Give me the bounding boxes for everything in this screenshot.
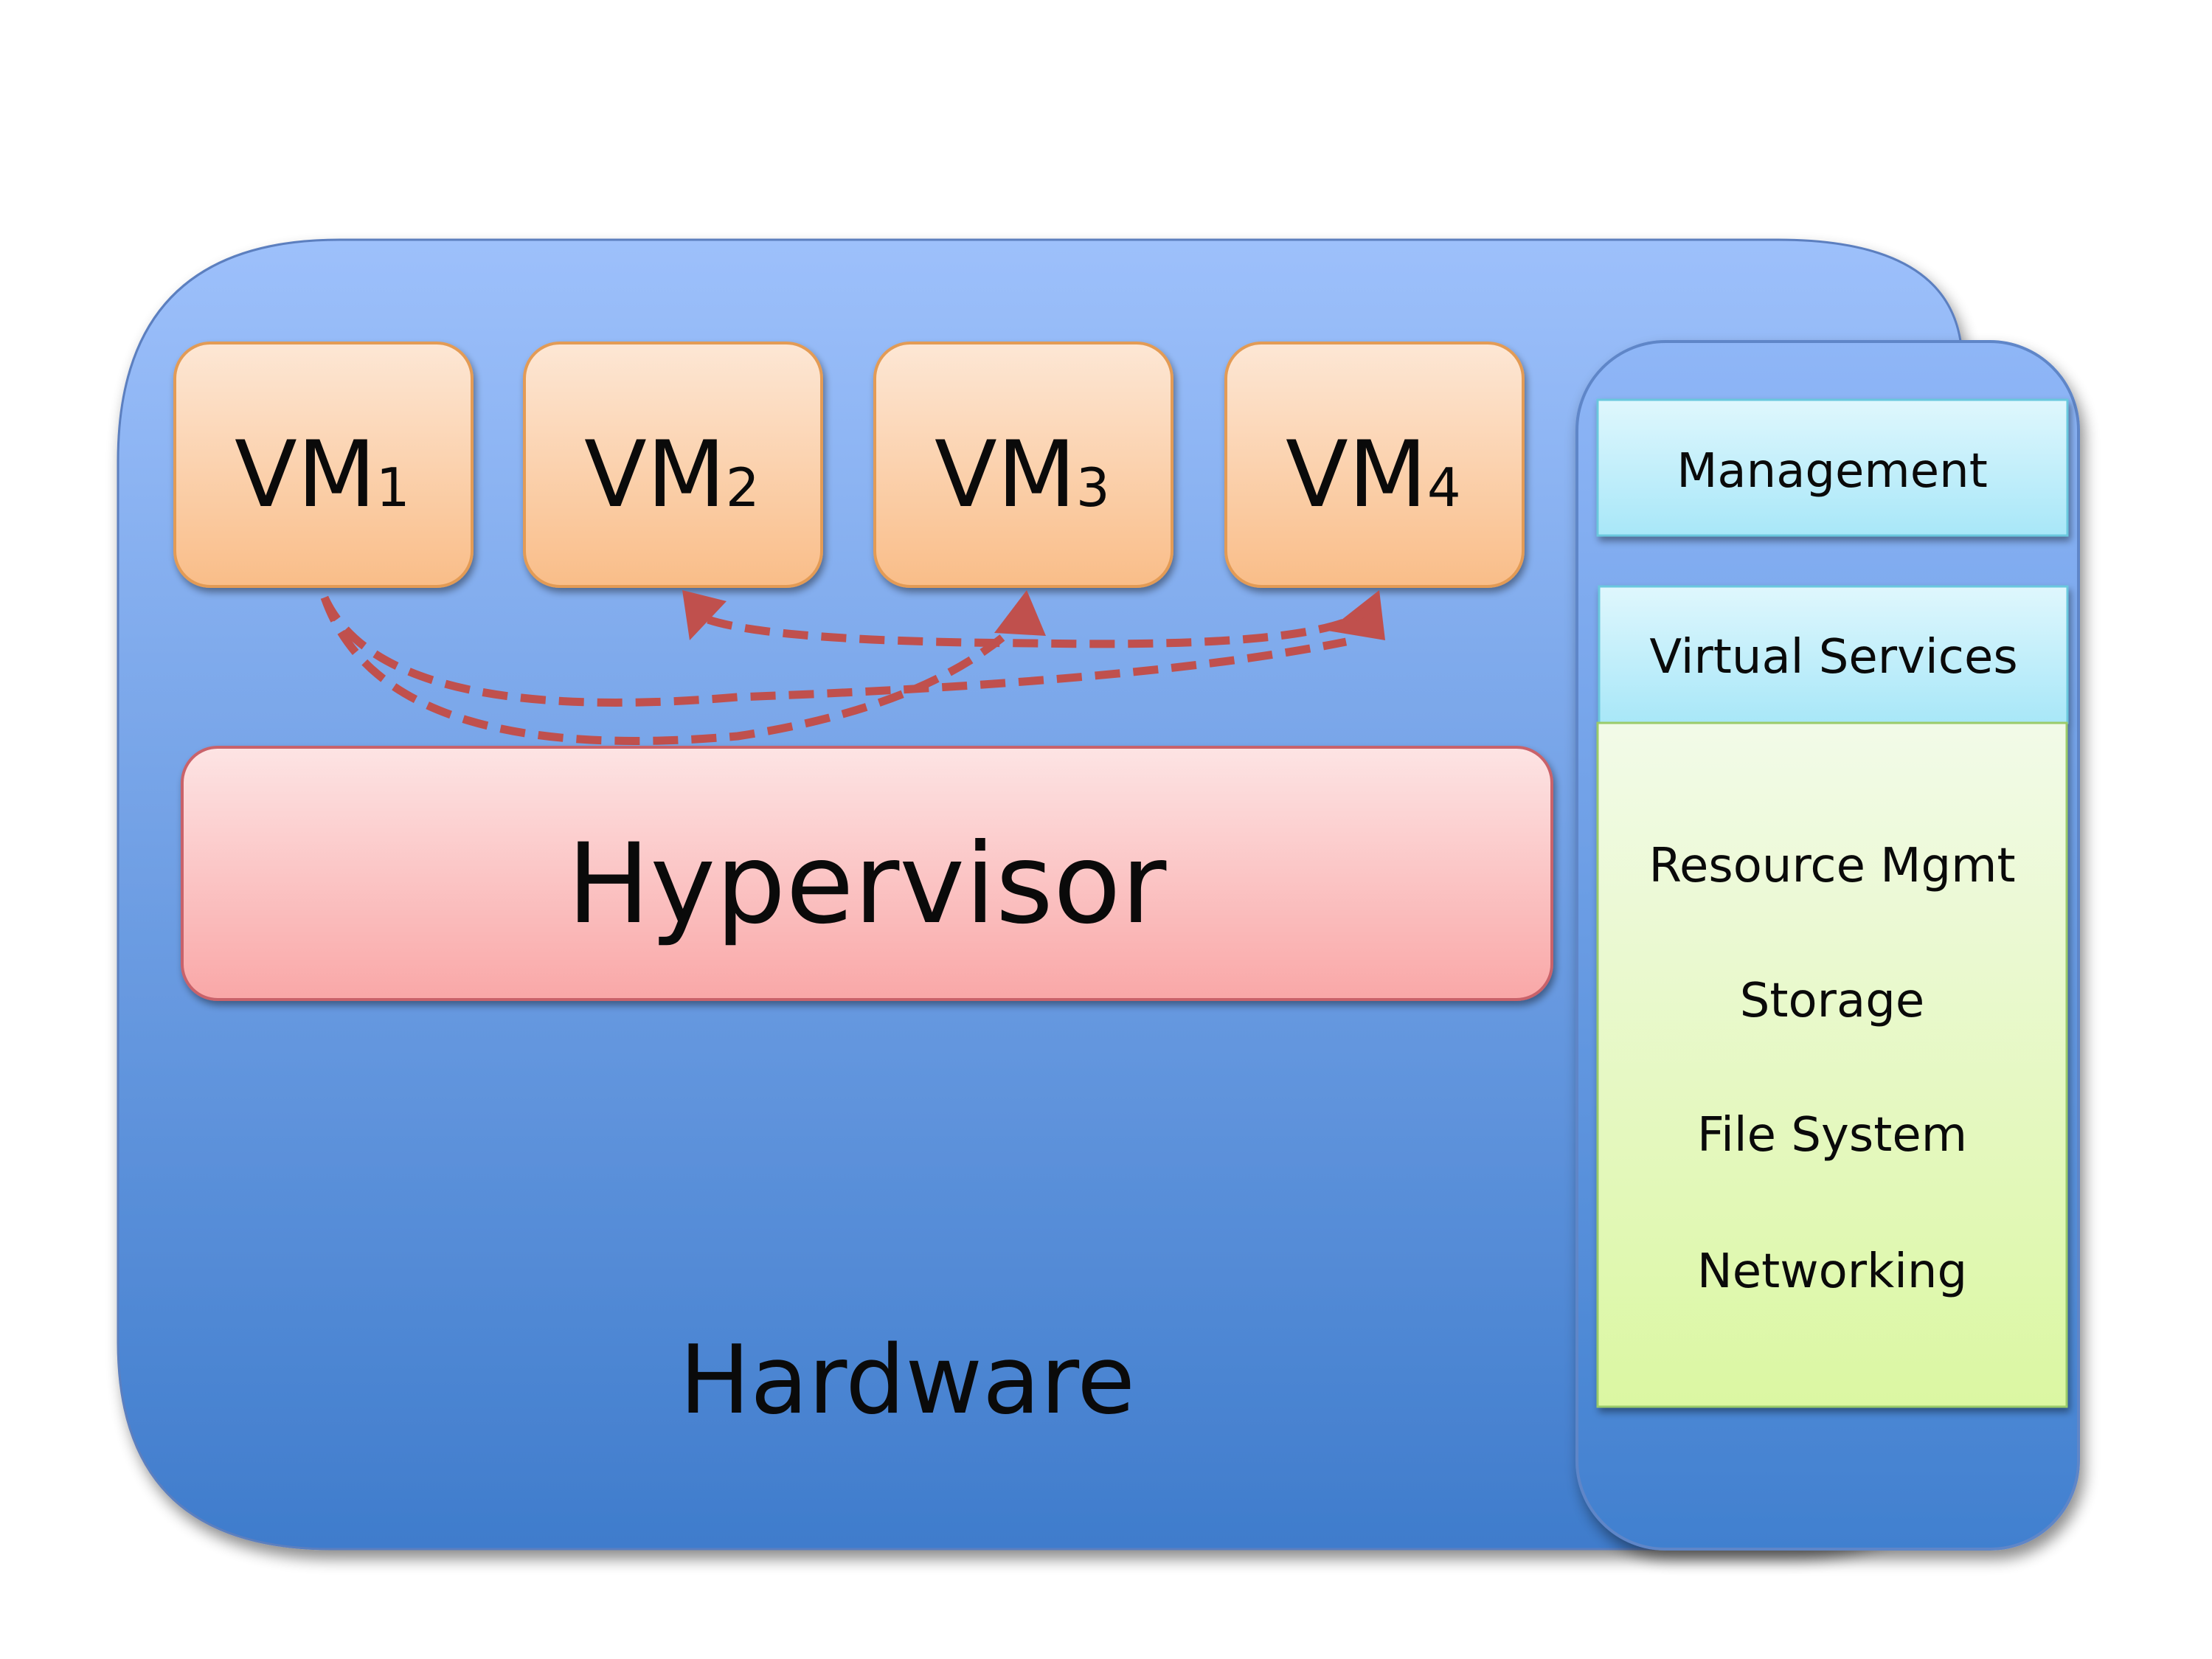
virtual-services-label: Virtual Services: [1649, 630, 2017, 685]
hypervisor-box[interactable]: [181, 746, 1553, 1001]
services-list-box: [1596, 721, 2068, 1408]
virtual-services-section: [1596, 585, 2069, 1408]
vm3-label: VM3: [935, 422, 1110, 528]
management-label: Management: [1677, 444, 1988, 499]
arrow-head-vm2: [682, 590, 727, 640]
service-networking: Networking: [1697, 1244, 1967, 1299]
service-storage: Storage: [1740, 974, 1924, 1028]
service-resource-mgmt: Resource Mgmt: [1648, 839, 2015, 893]
vm2-box[interactable]: [523, 342, 823, 588]
vm3-box[interactable]: [873, 342, 1173, 588]
vm3-subscript: 3: [1076, 457, 1110, 519]
service-file-system: File System: [1697, 1108, 1967, 1163]
arrow-vm1-to-vm4: [321, 595, 1348, 707]
vm2-subscript: 2: [726, 457, 760, 519]
vm1-subscript: 1: [376, 457, 410, 519]
vm4-label: VM4: [1286, 422, 1461, 528]
hypervisor-label: Hypervisor: [567, 820, 1167, 949]
hypervisor-layer: [181, 746, 1553, 1001]
vm1-label: VM1: [235, 422, 410, 528]
virtual-services-box[interactable]: [1598, 585, 2069, 724]
management-box[interactable]: [1596, 398, 2069, 537]
arrow-vm4-to-vm2: [707, 599, 1378, 648]
vm1-box[interactable]: [173, 342, 474, 588]
vm-row: [173, 342, 1525, 588]
arrow-vm1-to-vm3: [320, 596, 1013, 745]
management-section: [1596, 398, 2069, 537]
hardware-label: Hardware: [679, 1326, 1135, 1435]
vm4-box[interactable]: [1224, 342, 1525, 588]
vm-communication-arrows: [320, 590, 1385, 745]
vm2-label: VM2: [584, 422, 760, 528]
vm4-subscript: 4: [1427, 457, 1461, 519]
arrow-head-vm3: [994, 590, 1046, 636]
